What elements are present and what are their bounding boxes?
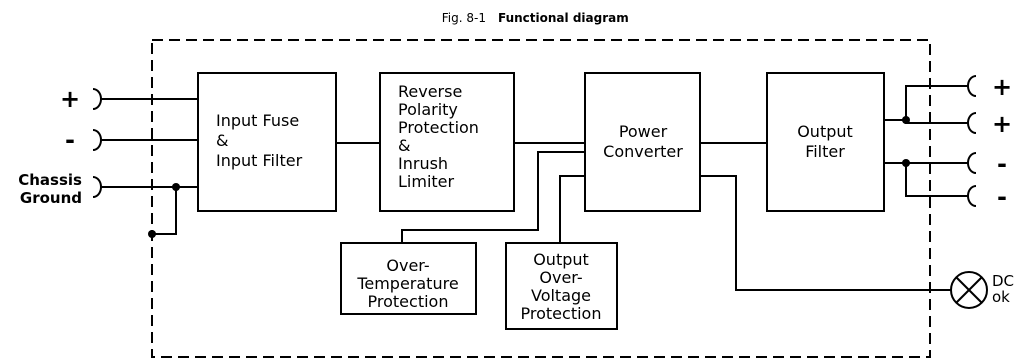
chassis-label-line2: Ground <box>20 189 82 207</box>
output-minus-symbol-2: - <box>997 183 1007 211</box>
block-label: Input Fuse <box>216 111 299 130</box>
dc-ok-lamp-icon <box>950 271 988 309</box>
output-plus-terminal-2 <box>967 112 977 134</box>
block-label: Polarity <box>398 100 458 119</box>
wire-dc-ok-signal <box>700 175 951 291</box>
block-label: Output <box>797 122 853 141</box>
block-label: & <box>216 131 228 150</box>
junction-dot <box>902 159 910 167</box>
block-label: Inrush <box>398 154 448 173</box>
junction-dot <box>172 183 180 191</box>
junction-dot <box>902 116 910 124</box>
output-plus-symbol-2: + <box>992 110 1012 138</box>
block-label: Reverse <box>398 82 462 101</box>
block-label: Temperature <box>356 274 458 293</box>
block-label: Filter <box>805 142 845 161</box>
block-label: Voltage <box>531 286 591 305</box>
figure-title-prefix: Fig. 8-1 <box>442 11 486 25</box>
chassis-ground-terminal <box>92 176 102 198</box>
chassis-label-line1: Chassis <box>18 171 82 189</box>
block-label: Power <box>619 122 668 141</box>
output-plus-symbol-1: + <box>992 73 1012 101</box>
block-label: Over- <box>539 268 582 287</box>
junction-dot <box>148 230 156 238</box>
wire-over-temperature <box>401 151 585 243</box>
wire-ground-to-enclosure <box>152 187 177 235</box>
input-minus-symbol: - <box>65 126 75 154</box>
block-output-over-voltage: Output Over- Voltage Protection <box>505 242 618 330</box>
block-label: Protection <box>398 118 479 137</box>
input-plus-terminal <box>92 88 102 110</box>
output-minus-terminal-2 <box>967 185 977 207</box>
input-minus-terminal <box>92 129 102 151</box>
dc-ok-label-line2: ok <box>992 288 1010 306</box>
block-label: Over- <box>386 256 429 275</box>
unit-enclosure <box>151 39 931 358</box>
block-label: Limiter <box>398 172 455 191</box>
block-input-fuse-filter: Input Fuse & Input Filter <box>197 72 337 212</box>
output-minus-symbol-1: - <box>997 150 1007 178</box>
block-label: Protection <box>368 292 449 311</box>
block-output-filter: Output Filter <box>766 72 885 212</box>
dc-ok-label-line1: DC <box>992 272 1014 290</box>
wire-output-positive <box>884 85 968 124</box>
output-minus-terminal-1 <box>967 152 977 174</box>
block-label: Converter <box>603 142 683 161</box>
block-over-temperature: Over- Temperature Protection <box>340 242 477 315</box>
block-power-converter: Power Converter <box>584 72 701 212</box>
block-label: Input Filter <box>216 151 303 170</box>
output-plus-terminal-1 <box>967 75 977 97</box>
figure-title: Functional diagram <box>498 11 629 25</box>
block-reverse-polarity: Reverse Polarity Protection & Inrush Lim… <box>379 72 515 212</box>
block-label: Protection <box>521 304 602 323</box>
block-label: Output <box>533 250 589 269</box>
block-label: & <box>398 136 410 155</box>
input-plus-symbol: + <box>60 85 80 113</box>
wire-output-negative <box>884 162 968 197</box>
wire-over-voltage <box>559 175 585 243</box>
